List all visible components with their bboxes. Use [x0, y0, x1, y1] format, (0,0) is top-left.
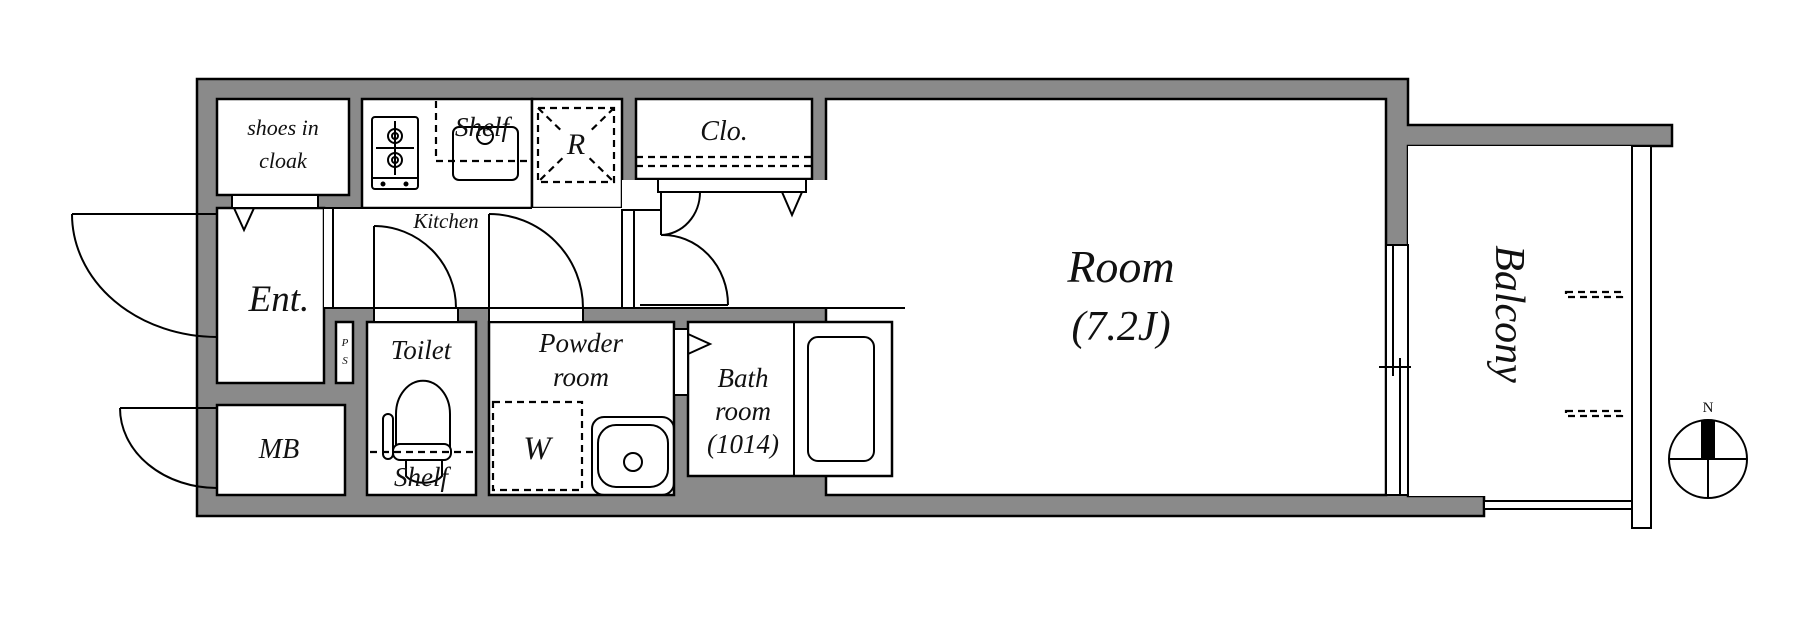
label-refrigerator: R: [566, 128, 585, 161]
room-meter-box: [215, 403, 347, 497]
label-kitchen: Kitchen: [412, 209, 478, 233]
bathtub-icon: [807, 336, 875, 462]
label-bathroom: Bath: [718, 363, 769, 393]
label-bathroom-2: room: [715, 396, 771, 426]
room-entrance: [215, 206, 326, 385]
fixtures: [232, 101, 1624, 496]
label-entrance: Ent.: [248, 279, 310, 320]
wash-basin-icon: [591, 416, 675, 496]
stove-icon: [371, 116, 419, 190]
kitchen-sink-icon: [452, 126, 519, 181]
room-pipe-space: [334, 320, 355, 385]
ac-outdoor-unit: [1564, 290, 1624, 299]
label-washer: W: [523, 431, 553, 467]
toilet-icon: [370, 379, 476, 484]
label-toilet-shelf: Shelf: [394, 462, 451, 492]
mb-door[interactable]: [119, 407, 218, 489]
balcony-railing: [1631, 145, 1652, 529]
label-balcony: Balcony: [1486, 245, 1532, 383]
step-marker-icon: [687, 332, 713, 356]
step-marker-icon: [232, 207, 256, 233]
room-powder: [487, 320, 676, 497]
label-meter-box: MB: [258, 434, 299, 465]
washer-space: [491, 400, 584, 492]
label-bathroom-size: (1014): [707, 429, 779, 459]
room-door[interactable]: [634, 209, 729, 306]
powder-door[interactable]: [488, 213, 584, 309]
labels: shoes in cloak Shelf R Clo. Kitchen Ent.…: [247, 112, 1532, 492]
doors: [71, 191, 729, 489]
label-shoes-cloak: shoes in: [247, 115, 319, 140]
label-closet: Clo.: [700, 116, 747, 147]
north-compass-icon: N: [1668, 400, 1748, 499]
partitions: [231, 145, 1652, 529]
room-balcony: [1408, 146, 1632, 496]
label-main-room: Room: [1066, 241, 1174, 292]
front-door[interactable]: [71, 213, 218, 338]
compass-north-label: N: [1703, 400, 1714, 416]
closet-door[interactable]: [660, 191, 701, 236]
room-shoes-cloak: [215, 97, 351, 197]
label-toilet: Toilet: [391, 335, 453, 365]
label-shoes-cloak-2: cloak: [259, 148, 308, 173]
label-powder-room: Powder: [538, 328, 623, 358]
refrigerator-icon: [536, 106, 616, 184]
label-kitchen-shelf: Shelf: [455, 112, 512, 142]
balcony-window[interactable]: [1385, 244, 1409, 496]
room-main: [824, 97, 1388, 497]
label-ps-s: S: [342, 355, 348, 367]
toilet-door[interactable]: [373, 225, 457, 309]
label-powder-room-2: room: [553, 362, 609, 392]
label-ps-p: P: [341, 337, 349, 349]
kitchen-shelf-outline: [434, 101, 532, 163]
step-marker-icon: [780, 191, 804, 218]
rooms: [215, 97, 1632, 497]
ac-outdoor-unit: [1564, 409, 1624, 418]
label-main-room-size: (7.2J): [1071, 304, 1170, 350]
room-bath: [686, 320, 894, 478]
